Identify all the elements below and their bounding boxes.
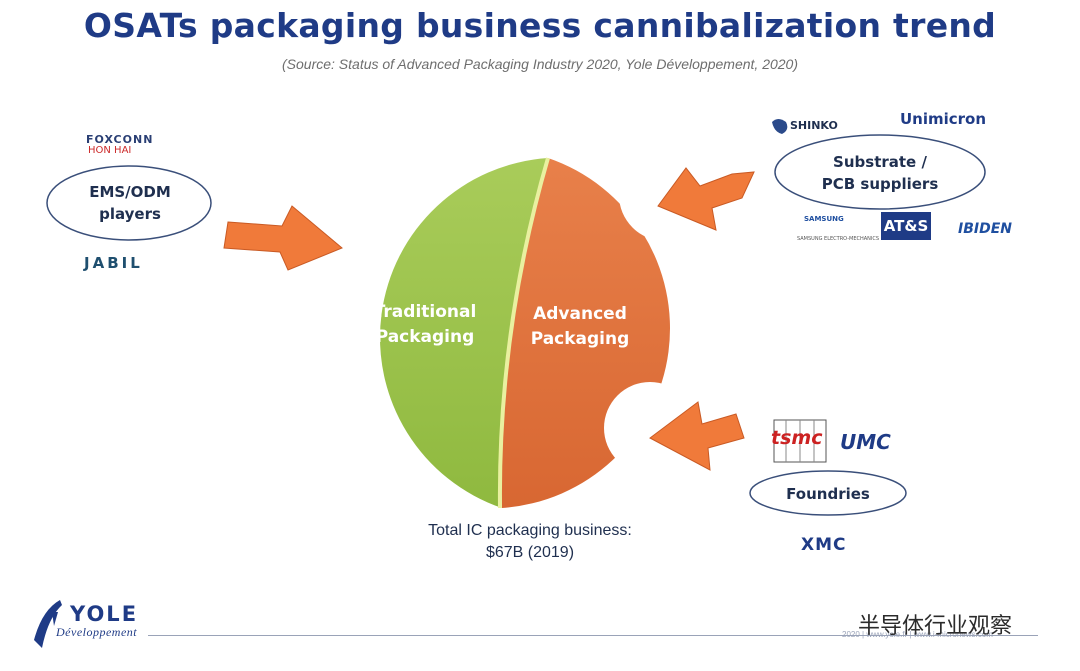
oval-foundries	[749, 470, 907, 516]
ibiden-logo: IBIDEN	[958, 221, 1012, 237]
notch-left	[309, 194, 401, 286]
shinko-logo-mark	[772, 119, 788, 134]
shinko-logo: SHINKO	[790, 119, 838, 132]
footer-copyright: 2020 | www.yole.fr | www.i-micronews.com	[842, 630, 993, 639]
total-line2: $67B (2019)	[485, 544, 575, 561]
foxconn-logo: FOXCONN	[86, 133, 154, 146]
ats-logo: AT&S	[881, 212, 931, 240]
umc-logo: UMC	[840, 430, 891, 454]
yole-brand-sub: Développement	[56, 625, 138, 639]
arrow-foundries	[649, 401, 745, 471]
samsung-em-logo: SAMSUNG ELECTRO-MECHANICS	[797, 236, 880, 242]
arrow-substrate	[657, 167, 755, 231]
arrow-ems	[223, 205, 343, 271]
yole-logo-mark	[34, 600, 62, 648]
source-note: (Source: Status of Advanced Packaging In…	[282, 56, 798, 72]
traditional-line1: Traditional	[373, 302, 477, 322]
advanced-line2: Packaging	[530, 329, 630, 349]
oval-substrate	[774, 134, 986, 210]
tsmc-logo: tsmc	[771, 427, 823, 449]
page-title: OSATs packaging business cannibalization…	[83, 6, 997, 45]
substrate-label-line2: PCB suppliers	[821, 175, 939, 193]
xmc-logo: XMC	[801, 535, 847, 555]
total-business-label: Total IC packaging business: $67B (2019)	[400, 520, 660, 564]
advanced-packaging-label: Advanced Packaging	[515, 302, 645, 352]
jabil-logo: JABIL	[84, 254, 143, 272]
watermark-text: 半导体行业观察	[858, 614, 1013, 639]
notch-bottom-right	[604, 382, 696, 474]
footer-divider	[148, 635, 1038, 636]
substrate-label-line1: Substrate /	[833, 153, 927, 171]
pie-divider	[497, 157, 550, 509]
traditional-line2: Packaging	[375, 327, 475, 347]
substrate-oval-label: Substrate / PCB suppliers	[780, 151, 980, 195]
traditional-packaging-label: Traditional Packaging	[360, 300, 490, 350]
ems-label-line2: players	[99, 205, 161, 223]
oval-ems	[46, 165, 212, 241]
foundries-oval-label: Foundries	[786, 485, 870, 503]
samsung-logo: SAMSUNG	[804, 215, 844, 223]
ems-label-line1: EMS/ODM	[89, 183, 171, 201]
ems-oval-label: EMS/ODM players	[60, 181, 200, 225]
advanced-line1: Advanced	[533, 304, 627, 324]
total-line1: Total IC packaging business:	[428, 522, 632, 539]
yole-brand-name: YOLE	[70, 602, 139, 626]
honhai-logo: HON HAI	[88, 145, 132, 156]
unimicron-logo: Unimicron	[900, 110, 987, 128]
pie-traditional-slice	[379, 158, 548, 508]
